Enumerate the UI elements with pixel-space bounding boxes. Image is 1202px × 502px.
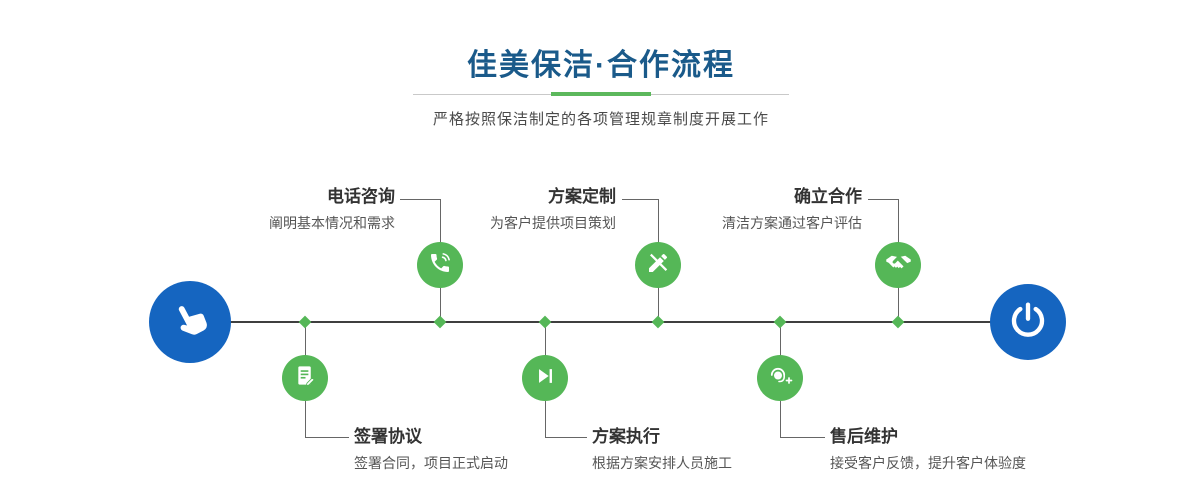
divider-line-left [413,93,551,95]
connector-aftersale-label [780,401,825,438]
step-desc: 接受客户反馈，提升客户体验度 [830,454,1026,471]
step-desc: 为客户提供项目策划 [490,214,616,231]
stem-cooperate [898,265,899,322]
step-node-sign-agreement [282,355,328,401]
step-node-phone-consult [417,242,463,288]
stem-plan [658,265,659,322]
step-desc: 根据方案安排人员施工 [592,454,732,471]
step-label-sign-agreement: 签署协议 签署合同，项目正式启动 [354,427,584,471]
page-title: 佳美保洁·合作流程 [467,49,735,82]
connector-contract-label [305,401,349,438]
divider-line-right [651,93,789,95]
title-divider [413,92,789,96]
divider-green-segment [551,92,651,96]
stem-contract [305,322,306,378]
timeline-line [190,321,1028,323]
contract-icon [294,364,317,392]
step-label-phone-consult: 电话咨询 阐明基本情况和需求 [215,187,395,231]
page-subtitle: 严格按照保洁制定的各项管理规章制度开展工作 [432,111,769,128]
step-title: 方案定制 [548,187,616,206]
timeline-marker [773,315,787,329]
pointing-hand-icon [168,298,212,347]
step-desc: 阐明基本情况和需求 [269,214,395,231]
step-label-plan-execute: 方案执行 根据方案安排人员施工 [592,427,822,471]
step-title: 确立合作 [794,187,862,206]
connector-execute-label [545,401,587,438]
step-desc: 签署合同，项目正式启动 [354,454,508,471]
connector-cooperate-label [868,199,899,243]
connector-plan-label [622,199,659,243]
step-label-establish-cooperation: 确立合作 清洁方案通过客户评估 [682,187,862,231]
step-node-aftersale-service [757,355,803,401]
end-node [990,284,1066,360]
timeline-marker [891,315,905,329]
step-title: 电话咨询 [327,187,395,206]
connector-phone-label [400,199,441,243]
stem-aftersale [780,322,781,378]
step-desc: 清洁方案通过客户评估 [722,214,862,231]
timeline-marker [538,315,552,329]
step-node-plan-execute [522,355,568,401]
power-icon [1008,300,1048,345]
stem-phone [440,265,441,322]
phone-icon [428,251,452,280]
step-title: 签署协议 [354,427,422,446]
step-label-plan-design: 方案定制 为客户提供项目策划 [436,187,616,231]
timeline-marker [651,315,665,329]
timeline-marker [298,315,312,329]
start-node [149,281,231,363]
stem-execute [545,322,546,378]
timeline-marker [433,315,447,329]
step-title: 方案执行 [592,427,660,446]
pencil-tools-icon [646,251,670,280]
handshake-icon [885,249,912,281]
step-node-establish-cooperation [875,242,921,288]
play-icon [534,365,556,392]
step-title: 售后维护 [830,427,898,446]
headset-icon [767,364,793,393]
step-node-plan-design [635,242,681,288]
step-label-aftersale-service: 售后维护 接受客户反馈，提升客户体验度 [830,427,1060,471]
